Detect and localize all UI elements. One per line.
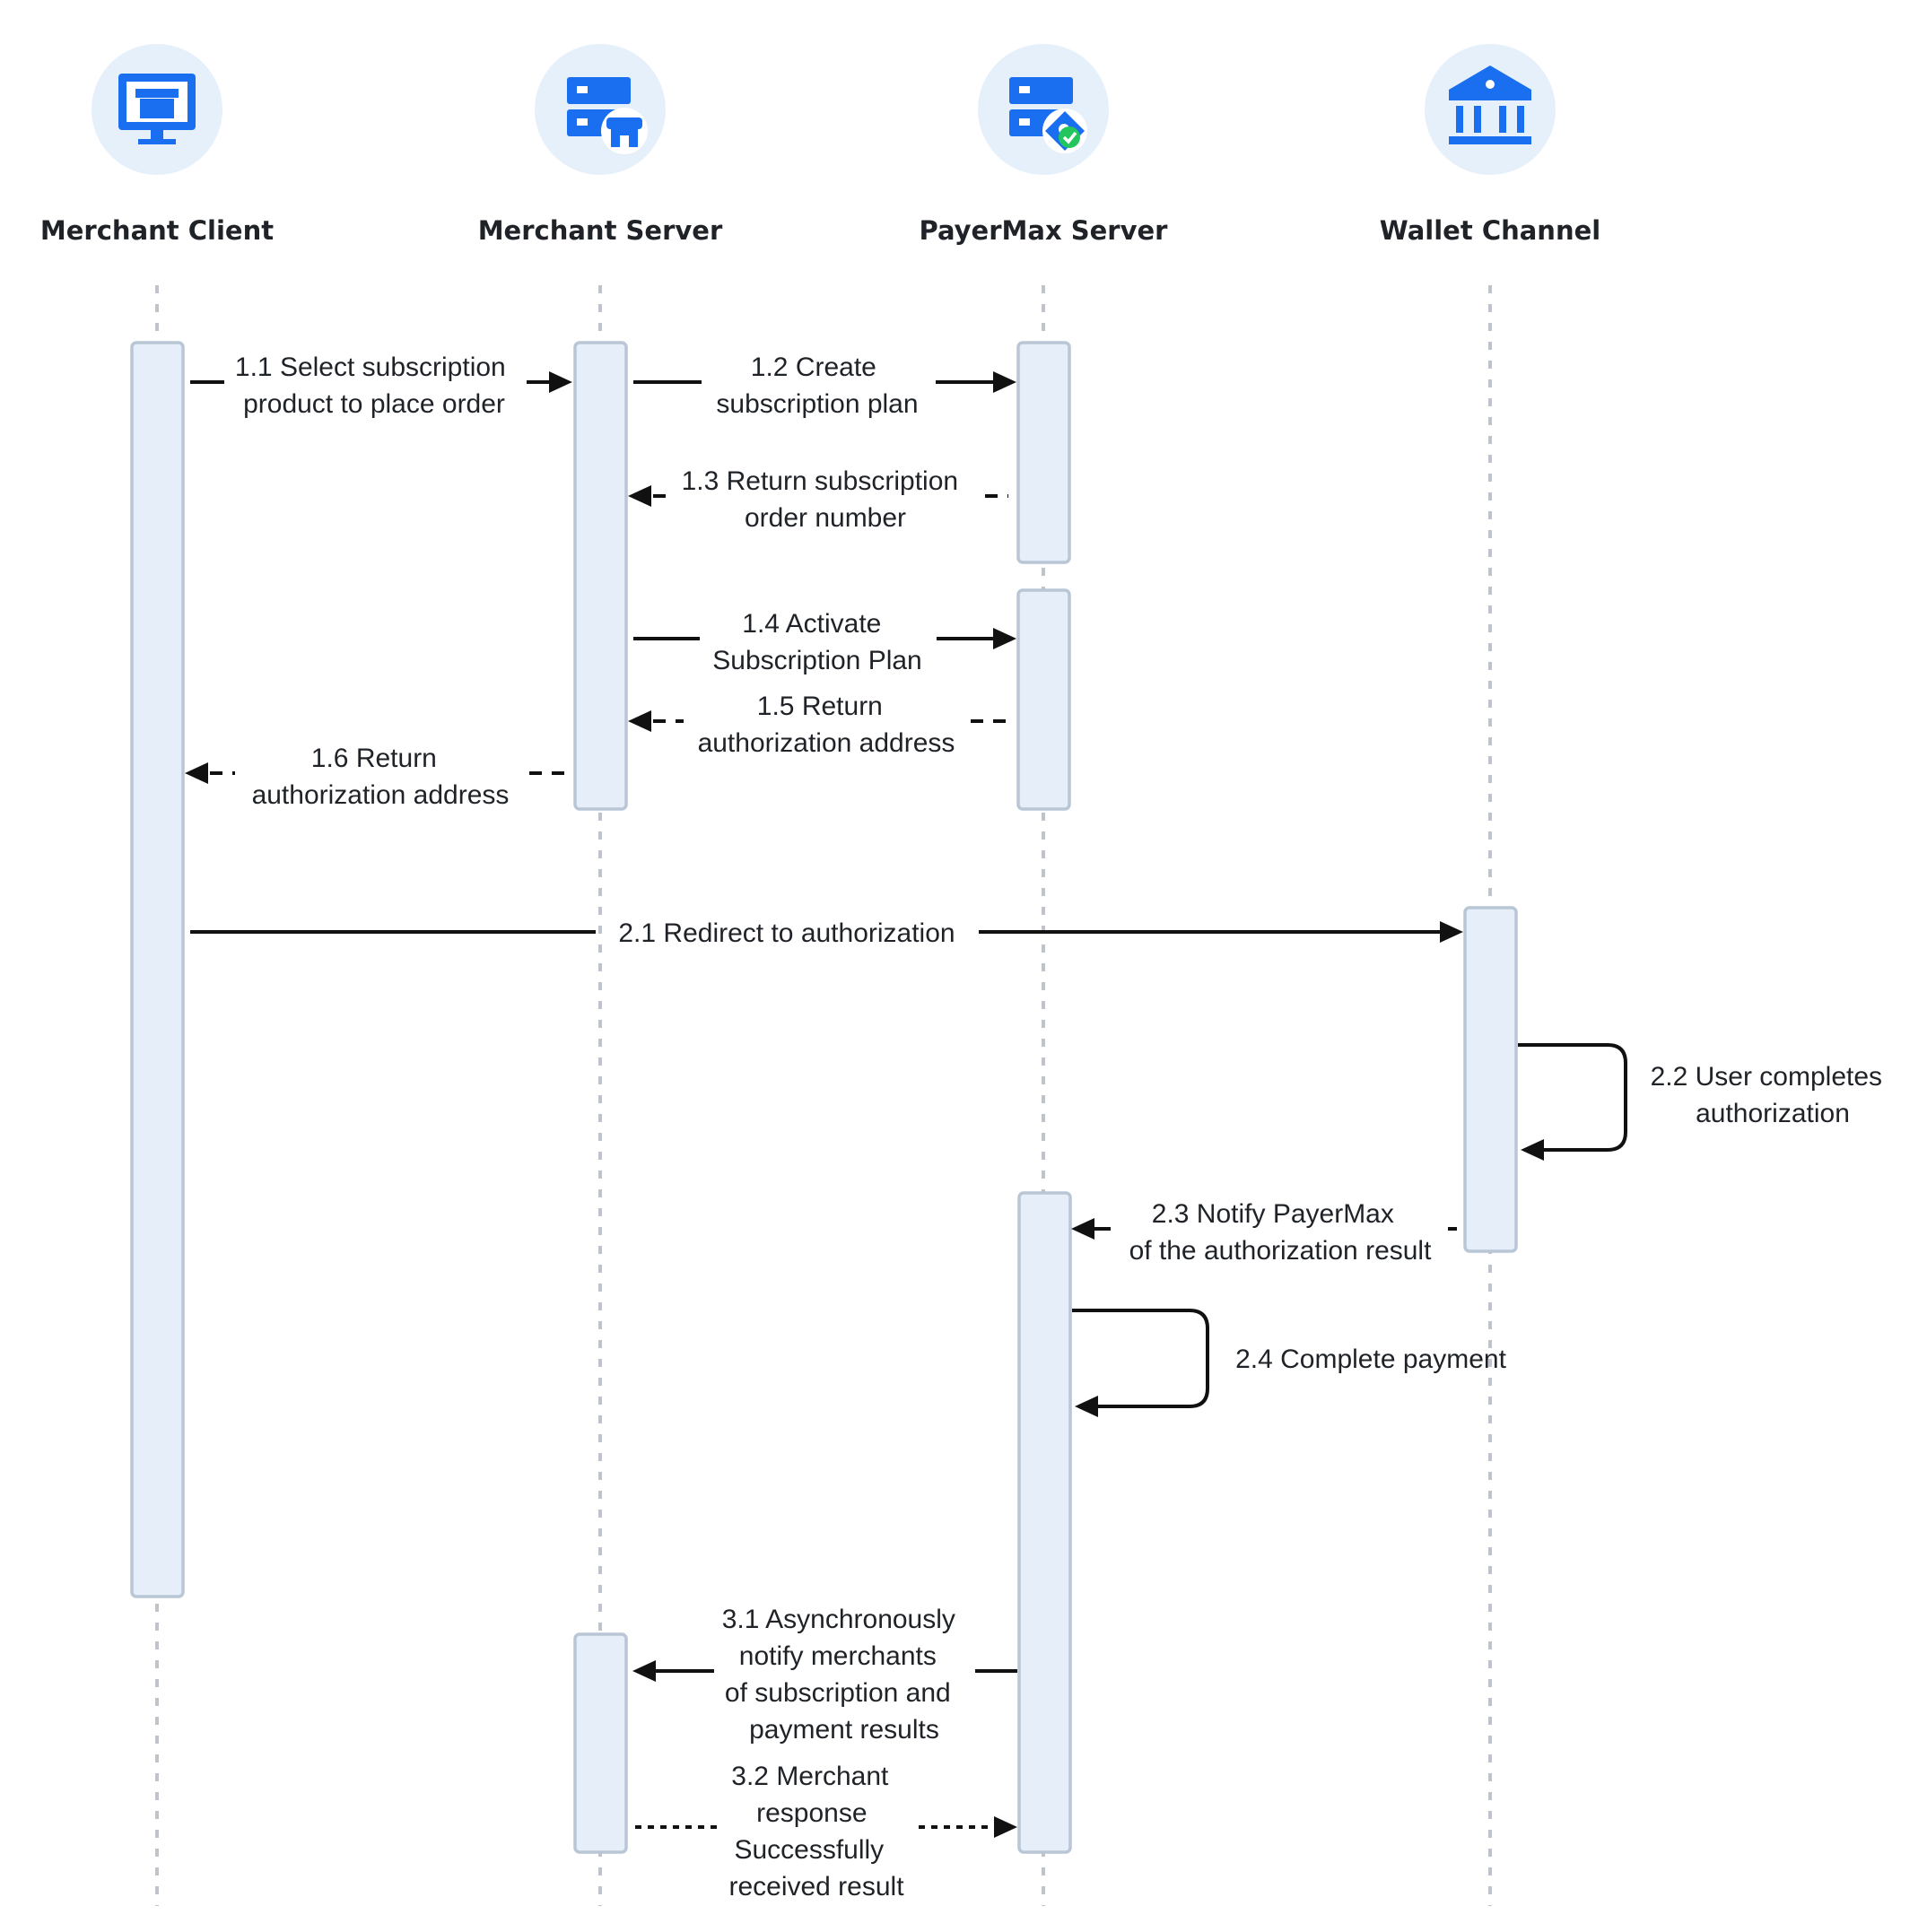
message-1-3-label: 1.3 Return subscription order number xyxy=(682,466,966,533)
message-1-2: 1.2 Create subscription plan xyxy=(633,352,1016,419)
activation-merchant-server-1 xyxy=(573,341,628,811)
message-3-1: 3.1 Asynchronously notify merchants of s… xyxy=(632,1605,1017,1745)
activation-wallet-channel xyxy=(1463,906,1518,1253)
message-1-6: 1.6 Return authorization address xyxy=(185,744,569,810)
participant-payermax-server: PayerMax Server xyxy=(920,215,1169,246)
message-2-1-label: 2.1 Redirect to authorization xyxy=(618,918,955,948)
activation-payermax-server-2 xyxy=(1016,588,1071,811)
participant-merchant-client: Merchant Client xyxy=(40,215,274,246)
message-3-2: 3.2 Merchant response Successfully recei… xyxy=(635,1762,1017,1902)
message-2-2: 2.2 User completes authorization xyxy=(1518,1043,1890,1161)
monitor-store-icon xyxy=(92,44,222,175)
activation-payermax-server-1 xyxy=(1016,341,1071,564)
activation-merchant-client xyxy=(130,341,185,1598)
message-1-5: 1.5 Return authorization address xyxy=(628,692,1010,758)
message-1-3: 1.3 Return subscription order number xyxy=(628,466,1008,533)
message-2-3-label: 2.3 Notify PayerMax of the authorization… xyxy=(1129,1199,1433,1266)
message-2-2-label: 2.2 User completes authorization xyxy=(1651,1062,1890,1128)
message-1-4: 1.4 Activate Subscription Plan xyxy=(633,609,1016,675)
activation-merchant-server-2 xyxy=(573,1632,628,1854)
message-1-1: 1.1 Select subscription product to place… xyxy=(190,352,572,419)
server-store-icon xyxy=(535,44,666,175)
message-1-4-label: 1.4 Activate Subscription Plan xyxy=(712,609,921,675)
participant-merchant-server: Merchant Server xyxy=(478,215,723,246)
activation-payermax-server-3 xyxy=(1017,1191,1072,1854)
message-2-3: 2.3 Notify PayerMax of the authorization… xyxy=(1071,1199,1457,1266)
message-1-6-label: 1.6 Return authorization address xyxy=(252,744,510,810)
message-2-4-label: 2.4 Complete payment xyxy=(1235,1345,1506,1374)
message-2-4: 2.4 Complete payment xyxy=(1072,1309,1507,1417)
message-2-1: 2.1 Redirect to authorization xyxy=(190,918,1463,948)
message-1-1-label: 1.1 Select subscription product to place… xyxy=(235,352,513,419)
message-1-5-label: 1.5 Return authorization address xyxy=(698,692,955,758)
message-1-2-label: 1.2 Create subscription plan xyxy=(716,352,918,419)
message-3-1-label: 3.1 Asynchronously notify merchants of s… xyxy=(722,1605,964,1745)
message-3-2-label: 3.2 Merchant response Successfully recei… xyxy=(728,1762,904,1902)
server-check-icon xyxy=(978,44,1109,175)
participant-wallet-channel: Wallet Channel xyxy=(1380,215,1600,246)
bank-icon xyxy=(1425,44,1556,175)
